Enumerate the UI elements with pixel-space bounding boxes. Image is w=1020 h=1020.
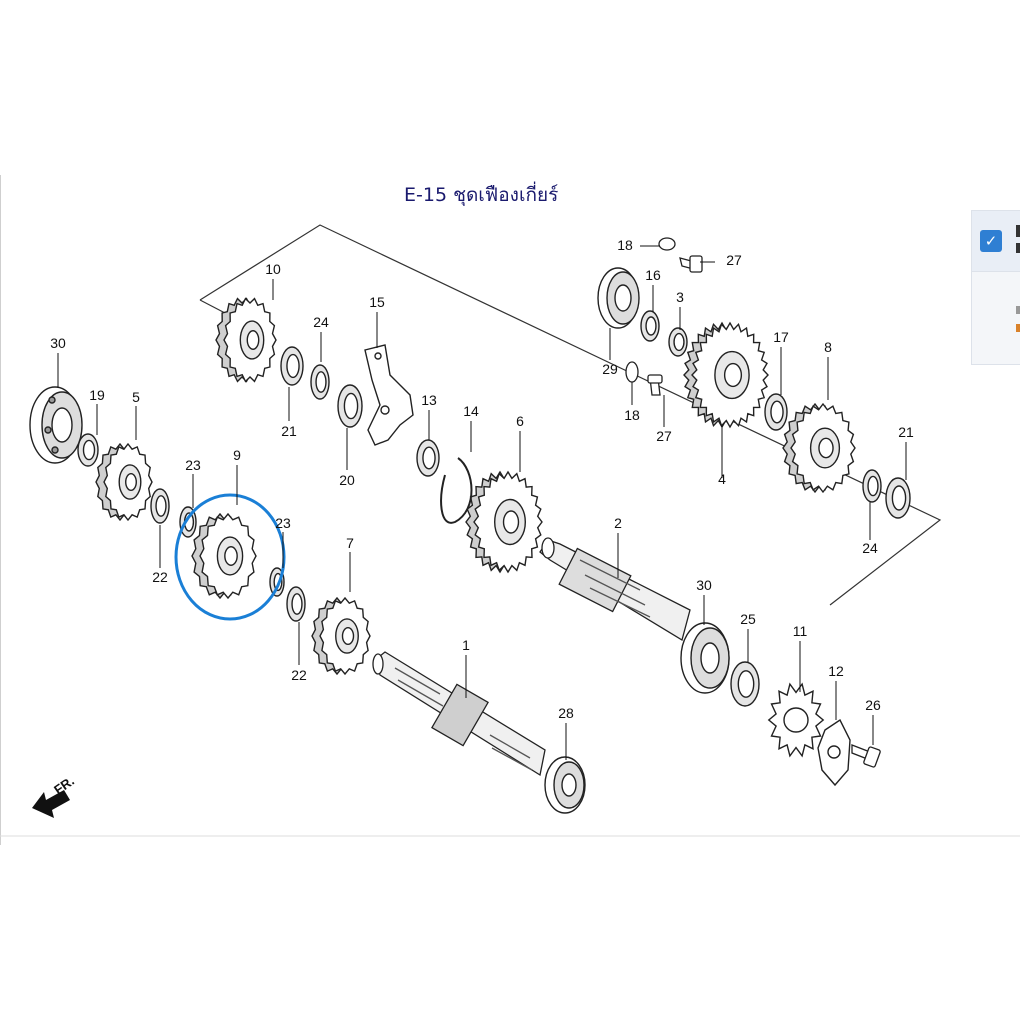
bushing-13 xyxy=(416,439,440,477)
callout-29: 29 xyxy=(602,361,618,377)
gear-8 xyxy=(782,402,856,494)
bolt-27-top xyxy=(679,255,703,273)
bearing-28 xyxy=(544,756,586,814)
gear-10 xyxy=(215,297,277,383)
truncated-price xyxy=(1016,324,1020,332)
callout-20: 20 xyxy=(339,472,355,488)
callout-21: 21 xyxy=(898,424,914,440)
bolt-26 xyxy=(851,744,881,768)
washer-21-right xyxy=(885,477,911,519)
callout-22: 22 xyxy=(291,667,307,683)
mainshaft-1 xyxy=(372,651,546,777)
callout-23: 23 xyxy=(275,515,291,531)
callout-13: 13 xyxy=(421,392,437,408)
washer-20 xyxy=(337,384,363,428)
snap-ring-14 xyxy=(440,457,473,524)
callout-16: 16 xyxy=(645,267,661,283)
truncated-text xyxy=(1016,225,1020,237)
highlight-circle-part-9 xyxy=(174,493,286,621)
bearing-29 xyxy=(597,267,640,329)
bearing-30-left xyxy=(29,386,83,464)
seal-25 xyxy=(730,661,760,707)
checkbox-checked-icon[interactable]: ✓ xyxy=(980,230,1002,252)
callout-11: 11 xyxy=(793,623,808,639)
callout-27: 27 xyxy=(726,252,742,268)
callout-22: 22 xyxy=(152,569,168,585)
front-direction-arrow: FR. xyxy=(32,773,77,818)
callout-8: 8 xyxy=(824,339,832,355)
callout-4: 4 xyxy=(718,471,726,487)
callout-5: 5 xyxy=(132,389,140,405)
callout-3: 3 xyxy=(676,289,684,305)
callout-30: 30 xyxy=(696,577,712,593)
callout-12: 12 xyxy=(828,663,844,679)
truncated-text xyxy=(1016,243,1020,253)
gear-5 xyxy=(95,442,153,522)
callout-28: 28 xyxy=(558,705,574,721)
callout-14: 14 xyxy=(463,403,479,419)
callout-15: 15 xyxy=(369,294,385,310)
gear-4 xyxy=(683,321,769,429)
washer-16 xyxy=(640,310,660,342)
callout-24: 24 xyxy=(313,314,329,330)
diagram-title: E-15 ชุดเฟืองเกี่ยร์ xyxy=(404,184,559,206)
callout-9: 9 xyxy=(233,447,241,463)
drive-sprocket-11 xyxy=(767,682,825,758)
callout-19: 19 xyxy=(89,387,105,403)
bushing-3 xyxy=(668,327,688,357)
washer-19 xyxy=(77,433,99,467)
lock-washer-18 xyxy=(625,237,676,383)
callout-21: 21 xyxy=(281,423,297,439)
callout-2: 2 xyxy=(614,515,622,531)
callout-26: 26 xyxy=(865,697,881,713)
bearing-30-right xyxy=(680,622,730,694)
collar-24-left xyxy=(310,364,330,400)
callout-24: 24 xyxy=(862,540,878,556)
callout-7: 7 xyxy=(346,535,354,551)
side-panel: ✓ xyxy=(971,210,1020,365)
washer-17 xyxy=(764,393,788,431)
callout-6: 6 xyxy=(516,413,524,429)
countershaft-2 xyxy=(539,537,691,642)
shift-drum-stopper-15 xyxy=(364,344,414,446)
washer-22-lower xyxy=(286,586,306,622)
callout-1: 1 xyxy=(462,637,470,653)
callout-30: 30 xyxy=(50,335,66,351)
callout-25: 25 xyxy=(740,611,756,627)
callout-17: 17 xyxy=(773,329,789,345)
side-panel-checkbox-row[interactable]: ✓ xyxy=(972,211,1020,272)
gear-6 xyxy=(465,470,543,574)
gear-7 xyxy=(311,596,371,676)
fr-label: FR. xyxy=(51,773,77,797)
callout-23: 23 xyxy=(185,457,201,473)
gear-9 xyxy=(191,512,257,600)
washer-21-left xyxy=(280,346,304,386)
bolt-27-mid xyxy=(647,374,663,396)
callout-18: 18 xyxy=(617,237,633,253)
truncated-text xyxy=(1016,306,1020,314)
fixing-plate-12 xyxy=(817,718,851,787)
callout-27: 27 xyxy=(656,428,672,444)
callout-18: 18 xyxy=(624,407,640,423)
washer-22-upper xyxy=(150,488,170,524)
callout-10: 10 xyxy=(265,261,281,277)
collar-24-right xyxy=(862,469,882,503)
